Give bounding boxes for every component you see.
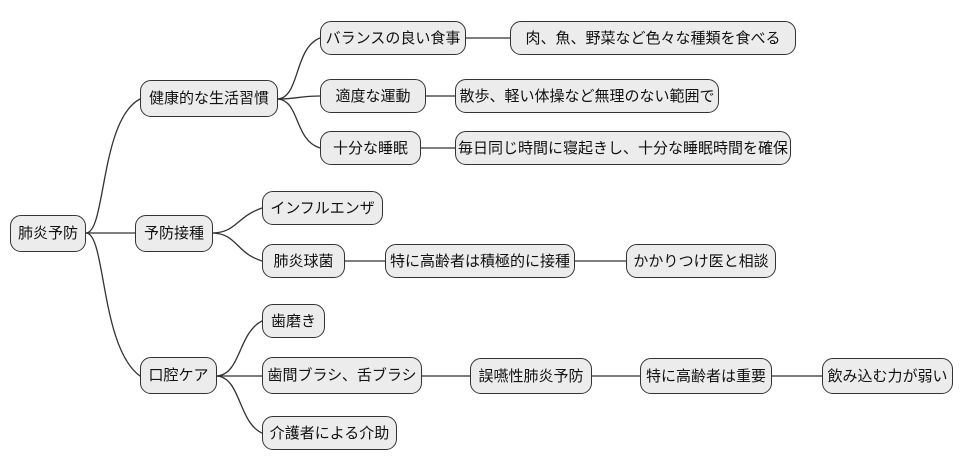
- node-aspiration-pneumonia-prevention: 誤嚥性肺炎予防: [470, 358, 592, 394]
- edge-root-to-oral-care: [85, 232, 141, 377]
- node-moderate-exercise-detail: 散歩、軽い体操など無理のない範囲で: [455, 79, 719, 113]
- node-balanced-diet: バランスの良い食事: [320, 21, 466, 55]
- edge-lifestyle-to-exercise: [277, 95, 321, 100]
- node-healthy-lifestyle: 健康的な生活習慣: [140, 80, 278, 117]
- edge-oral-care-to-caregiver: [216, 375, 263, 434]
- edge-vaccination-to-pneumococcus: [212, 232, 263, 262]
- node-caregiver-assistance: 介護者による介助: [262, 416, 397, 450]
- node-influenza: インフルエンザ: [262, 191, 383, 225]
- node-weak-swallowing: 飲み込む力が弱い: [822, 358, 953, 394]
- node-pneumococcus: 肺炎球菌: [262, 244, 345, 278]
- node-sufficient-sleep-detail: 毎日同じ時間に寝起きし、十分な睡眠時間を確保: [455, 131, 791, 165]
- node-oral-care: 口腔ケア: [140, 357, 217, 394]
- node-pneumococcus-elderly-vaccinate: 特に高齢者は積極的に接種: [385, 244, 575, 278]
- edge-vaccination-to-influenza: [212, 207, 263, 234]
- node-vaccination: 予防接種: [135, 215, 213, 252]
- node-sufficient-sleep: 十分な睡眠: [320, 131, 421, 165]
- edge-lifestyle-to-sleep: [277, 98, 321, 149]
- node-interdental-tongue-brush: 歯間ブラシ、舌ブラシ: [262, 357, 422, 394]
- node-root-pneumonia-prevention: 肺炎予防: [10, 215, 86, 252]
- edge-root-to-lifestyle: [85, 98, 141, 234]
- node-consult-family-doctor: かかりつけ医と相談: [626, 244, 776, 278]
- edge-lifestyle-to-diet: [277, 37, 321, 100]
- edge-oral-care-to-brushing: [216, 320, 263, 377]
- node-balanced-diet-detail: 肉、魚、野菜など色々な種類を食べる: [510, 21, 796, 55]
- node-moderate-exercise: 適度な運動: [320, 79, 426, 113]
- node-important-for-elderly: 特に高齢者は重要: [640, 358, 772, 394]
- node-tooth-brushing: 歯磨き: [262, 304, 325, 338]
